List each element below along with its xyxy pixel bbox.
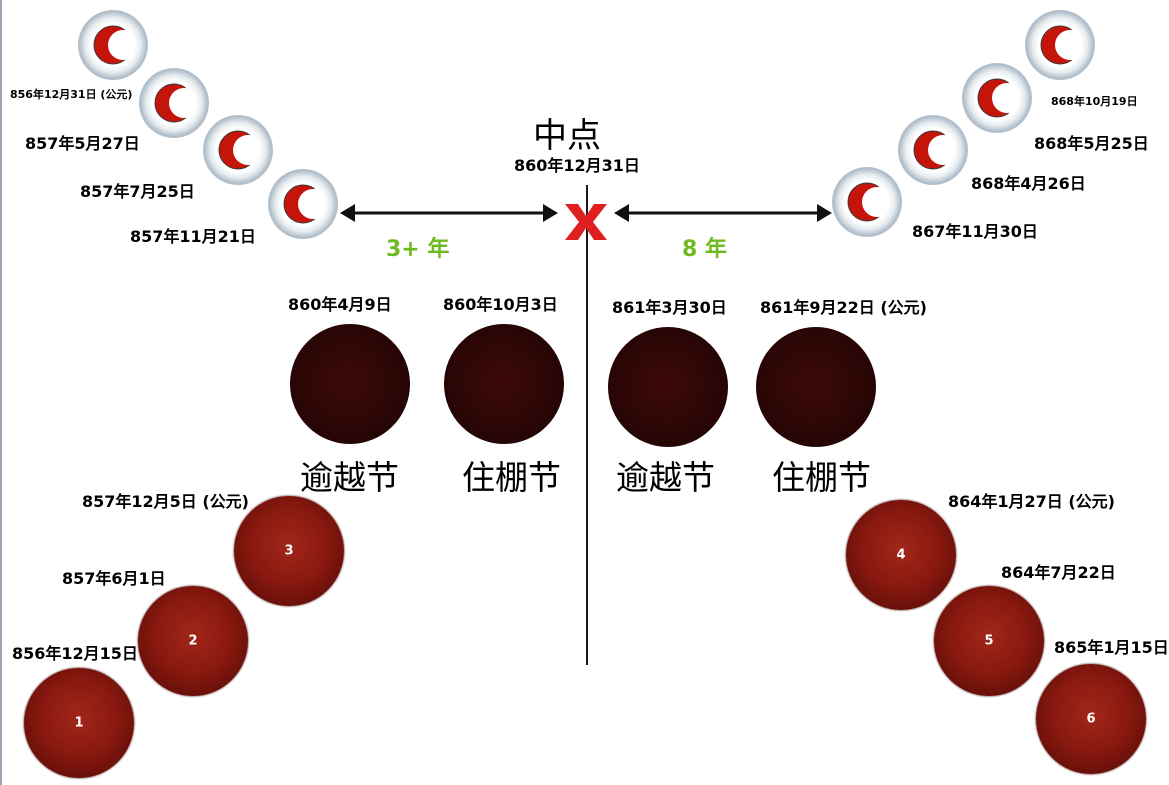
crescent-moon-icon xyxy=(913,130,953,170)
crescent-moon-icon xyxy=(847,182,887,222)
crescent-moon-icon xyxy=(283,184,323,224)
x-mark-icon xyxy=(565,204,607,240)
partial-eclipse-right-1 xyxy=(1025,10,1095,80)
crescent-moon-icon xyxy=(977,78,1017,118)
blood-moon-6: 6 xyxy=(1036,664,1146,774)
partial-eclipse-left-2 xyxy=(139,68,209,138)
partial-eclipse-left-date-4: 857年11月21日 xyxy=(130,227,256,246)
partial-eclipse-right-date-4: 867年11月30日 xyxy=(912,222,1038,241)
festival-name-1: 逾越节 xyxy=(300,458,399,497)
blood-moon-date-2: 857年6月1日 xyxy=(62,569,166,588)
blood-moon-2: 2 xyxy=(138,586,248,696)
blood-moon-number: 3 xyxy=(284,543,294,559)
blood-moon-5: 5 xyxy=(934,586,1044,696)
right-double-arrow-icon xyxy=(614,204,832,222)
crescent-moon-icon xyxy=(218,130,258,170)
left-span-label: 3+ 年 xyxy=(386,237,450,262)
blood-moon-number: 2 xyxy=(188,633,198,649)
blood-moon-date-1: 856年12月15日 xyxy=(12,644,138,663)
blood-moon-number: 5 xyxy=(984,633,994,649)
partial-eclipse-left-3 xyxy=(203,115,273,185)
festival-eclipse-1 xyxy=(290,324,410,444)
blood-moon-1: 1 xyxy=(24,668,134,778)
partial-eclipse-right-date-2: 868年5月25日 xyxy=(1034,134,1149,153)
partial-eclipse-left-date-3: 857年7月25日 xyxy=(80,182,195,201)
partial-eclipse-right-2 xyxy=(962,63,1032,133)
blood-moon-3: 3 xyxy=(234,496,344,606)
festival-eclipse-date-4: 861年9月22日 (公元) xyxy=(760,298,927,317)
left-double-arrow-icon xyxy=(340,204,558,222)
crescent-moon-icon xyxy=(154,83,194,123)
partial-eclipse-right-date-1: 868年10月19日 xyxy=(1051,95,1138,108)
partial-eclipse-left-4 xyxy=(268,169,338,239)
left-border-line xyxy=(0,0,2,785)
midpoint-date: 860年12月31日 xyxy=(514,156,640,175)
partial-eclipse-left-date-2: 857年5月27日 xyxy=(25,134,140,153)
partial-eclipse-right-4 xyxy=(832,167,902,237)
partial-eclipse-right-date-3: 868年4月26日 xyxy=(971,174,1086,193)
partial-eclipse-left-date-1: 856年12月31日 (公元) xyxy=(10,88,133,101)
blood-moon-4: 4 xyxy=(846,500,956,610)
blood-moon-number: 6 xyxy=(1086,711,1096,727)
festival-eclipse-4 xyxy=(756,327,876,447)
festival-name-2: 住棚节 xyxy=(462,458,561,497)
festival-eclipse-date-1: 860年4月9日 xyxy=(288,295,392,314)
blood-moon-date-5: 864年7月22日 xyxy=(1001,563,1116,582)
festival-eclipse-date-2: 860年10月3日 xyxy=(443,295,558,314)
festival-eclipse-2 xyxy=(444,324,564,444)
festival-name-4: 住棚节 xyxy=(772,458,871,497)
blood-moon-number: 1 xyxy=(74,715,84,731)
partial-eclipse-right-3 xyxy=(898,115,968,185)
midpoint-title: 中点 xyxy=(533,116,601,156)
crescent-moon-icon xyxy=(93,25,133,65)
blood-moon-date-3: 857年12月5日 (公元) xyxy=(82,492,249,511)
blood-moon-date-6: 865年1月15日 xyxy=(1054,638,1169,657)
blood-moon-number: 4 xyxy=(896,547,906,563)
festival-eclipse-3 xyxy=(608,327,728,447)
festival-eclipse-date-3: 861年3月30日 xyxy=(612,298,727,317)
partial-eclipse-left-1 xyxy=(78,10,148,80)
blood-moon-date-4: 864年1月27日 (公元) xyxy=(948,492,1115,511)
crescent-moon-icon xyxy=(1040,25,1080,65)
right-span-label: 8 年 xyxy=(682,237,727,262)
center-axis-line xyxy=(586,185,588,665)
festival-name-3: 逾越节 xyxy=(616,458,715,497)
